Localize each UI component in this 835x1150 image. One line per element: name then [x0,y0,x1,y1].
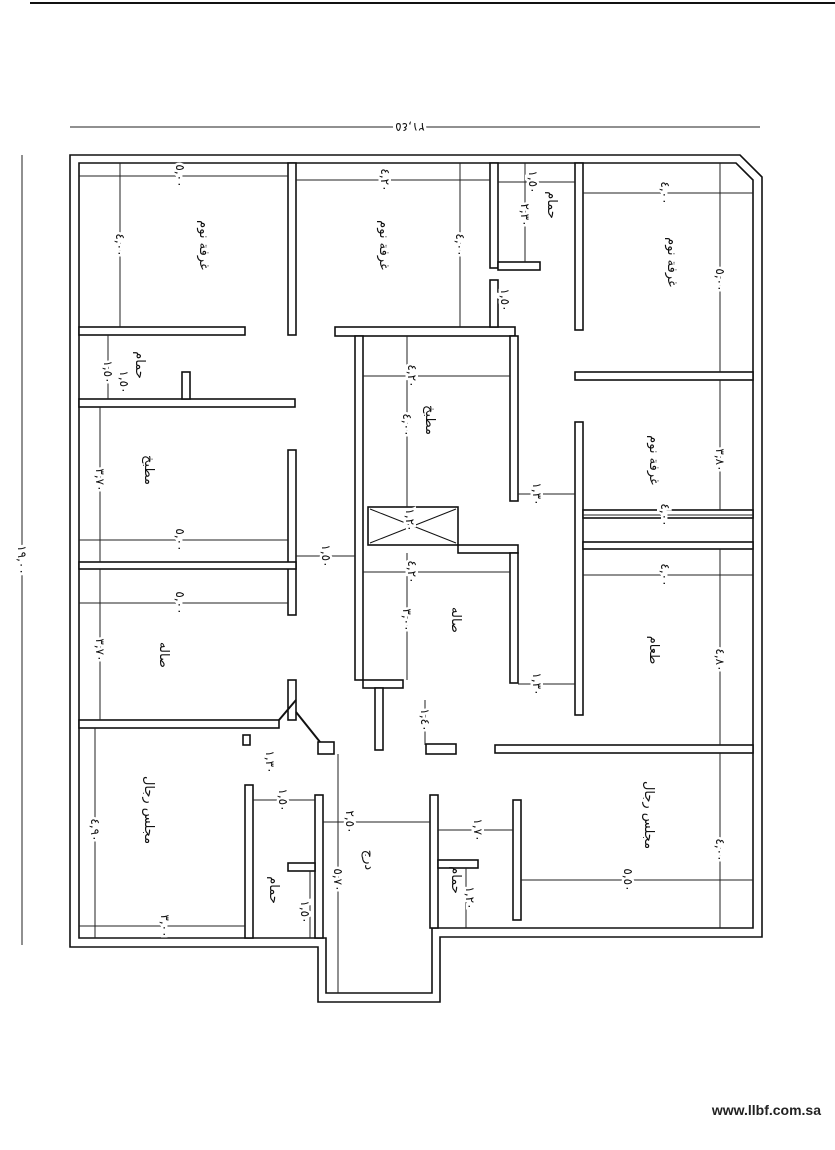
dim-label: ١,٥٠ [498,288,512,311]
dim-label: ١,٢٠ [463,886,477,909]
dim-label: ٤,٠٠ [400,413,414,436]
dim-label: ١,٥٠ [526,170,540,193]
dim-label: ٤,٢٠ [405,364,419,387]
interior-walls [78,162,754,939]
dim-label: ٤,٨٠ [713,648,727,671]
room-dining: طعام [646,636,661,665]
website-url: www.llbf.com.sa [711,1102,821,1118]
overall-width-label: ٢١,٤٥ [395,120,425,134]
dim-label: ١,٥٠ [298,900,312,923]
room-bath-bottom-left: حمام [266,876,281,904]
dim-label: ٤,٠٠ [713,838,727,861]
dim-label: ٣,٠٠ [158,914,172,937]
room-bedroom-1: غرفة نوم [196,220,211,270]
room-bath-top: حمام [544,191,559,219]
dimension-lines [79,163,753,993]
dim-label: ٤,٢٠ [378,168,392,191]
dim-label: ٤,٠٠ [658,563,672,586]
dim-label: ٤,٠٠ [658,181,672,204]
dim-label: ٢,٣٠ [518,203,532,226]
dim-label: ٥,٠٠ [713,268,727,291]
dim-label: ٤,٢٠ [405,560,419,583]
dim-label: ٥,٠٠ [173,528,187,551]
dim-label: ٣,٧٠ [93,638,107,661]
room-kitchen-center: مطبخ [422,405,437,435]
dim-label: ٣,٧٠ [93,468,107,491]
room-hall-center: صاله [448,607,463,633]
dim-label: ١,٣٠ [263,750,277,773]
dim-label: ٤,٠٠ [113,233,127,256]
dim-label: ٢,٥٠ [343,810,357,833]
room-majlis-right: مجلس رجال [641,781,656,849]
dim-label: ٣,٠٠ [400,608,414,631]
room-majlis-left: مجلس رجال [141,776,156,844]
room-stairs: درج [361,850,376,871]
dim-label: ٥,٧٠ [331,868,345,891]
dim-label: ١,٥٠ [117,370,131,393]
dim-label: ١,٧٠ [471,818,485,841]
dim-label: ١,٥٠ [101,360,115,383]
dim-label: ١,٣٠ [530,482,544,505]
room-bath-left: حمام [132,351,147,379]
room-bath-bottom-right: حمام [448,866,463,894]
dim-label: ٥,٠٠ [173,164,187,187]
dimension-labels: ٥,٠٠ ٤,٠٠ ٤,٢٠ ٤,٠٠ ٢,٣٠ ١,٥٠ ١,٥٠ ٤,٠٠ … [86,162,730,940]
room-labels: غرفة نوم غرفة نوم غرفة نوم غرفة نوم حمام… [132,191,679,904]
dim-label: ٤,٠٠ [453,233,467,256]
room-bedroom-4: غرفة نوم [646,435,661,485]
dim-label: ١,٢٠ [403,508,417,531]
overall-depth-label: ١٩,٠٠ [15,545,29,575]
dim-label: ٥,٥٠ [621,868,635,891]
dim-label: ١,٣٠ [530,672,544,695]
dim-label: ١,٤٠ [418,708,432,731]
dim-label: ٣,٨٠ [713,448,727,471]
dim-label: ١,٥٠ [319,544,333,567]
room-hall-left: صاله [156,642,171,668]
stair-void-icon [369,508,457,544]
room-bedroom-3: غرفة نوم [664,237,679,287]
dim-label: ٤,٠٠ [658,503,672,526]
room-kitchen-left: مطبخ [141,455,156,485]
dim-label: ٥,٠٠ [173,591,187,614]
dim-label: ٤,٩٠ [88,818,102,841]
dim-label: ١,٥٠ [276,788,290,811]
room-bedroom-2: غرفة نوم [376,220,391,270]
